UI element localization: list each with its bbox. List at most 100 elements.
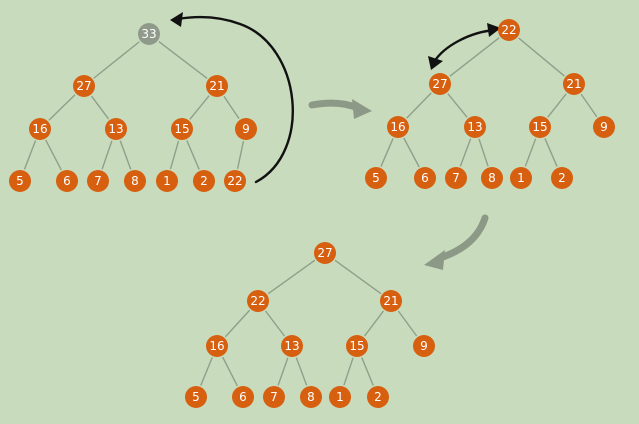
tree-step-2-edge-2-6 [580, 93, 598, 118]
node-circle [105, 118, 127, 140]
tree-step-1-node-5: 5 [9, 170, 31, 192]
swap-arrow-line [432, 28, 497, 64]
node-label: 27 [76, 79, 91, 93]
node-label: 21 [566, 77, 581, 91]
node-label: 9 [420, 339, 428, 353]
tree-step-3-node-1: 1 [329, 386, 351, 408]
node-label: 2 [374, 390, 382, 404]
node-circle [464, 116, 486, 138]
node-circle [206, 335, 228, 357]
node-circle [529, 116, 551, 138]
node-circle [224, 170, 246, 192]
tree-step-1-edge-4-10 [119, 140, 132, 170]
edges-layer [23, 37, 598, 387]
tree-step-1-node-22: 22 [224, 170, 246, 192]
tree-step-2-edge-5-11 [524, 138, 537, 167]
node-label: 21 [209, 79, 224, 93]
tree-step-3-edge-3-8 [222, 356, 238, 387]
node-circle [498, 19, 520, 41]
node-circle [87, 170, 109, 192]
node-circle [247, 290, 269, 312]
node-label: 8 [131, 174, 139, 188]
tree-step-3-edge-4-10 [295, 357, 308, 386]
tree-step-1-node-6: 6 [56, 170, 78, 192]
node-label: 27 [317, 246, 332, 260]
tree-step-2-edge-2-5 [547, 93, 567, 118]
tree-step-2-edge-0-1 [449, 37, 500, 77]
tree-step-2-node-8: 8 [481, 167, 503, 189]
node-circle [346, 335, 368, 357]
tree-step-2-edge-5-12 [544, 138, 558, 167]
tree-step-2-node-9: 9 [593, 116, 615, 138]
node-label: 16 [390, 120, 405, 134]
node-circle [124, 170, 146, 192]
node-circle [235, 118, 257, 140]
node-circle [563, 73, 585, 95]
node-label: 27 [432, 77, 447, 91]
node-label: 22 [250, 294, 265, 308]
tree-step-2-node-22: 22 [498, 19, 520, 41]
tree-step-2-edge-3-8 [403, 137, 420, 168]
tree-step-3-node-5: 5 [185, 386, 207, 408]
tree-step-1-node-13: 13 [105, 118, 127, 140]
node-label: 1 [517, 171, 525, 185]
tree-step-1-node-7: 7 [87, 170, 109, 192]
tree-step-2-edge-3-7 [380, 138, 394, 167]
flow-arrow-right [308, 99, 372, 119]
tree-step-2-node-16: 16 [387, 116, 409, 138]
flow-arrow-down-left [424, 214, 489, 270]
node-label: 6 [239, 390, 247, 404]
tree-step-1-edge-5-12 [186, 140, 200, 170]
node-circle [429, 73, 451, 95]
tree-step-2-node-6: 6 [414, 167, 436, 189]
tree-step-2-edge-4-9 [459, 138, 472, 167]
node-circle [56, 170, 78, 192]
node-circle [445, 167, 467, 189]
tree-step-3-node-2: 2 [367, 386, 389, 408]
node-label: 1 [163, 174, 171, 188]
tree-step-3-edge-0-1 [267, 259, 316, 295]
tree-step-1-edge-2-6 [223, 96, 240, 119]
node-label: 22 [501, 23, 516, 37]
tree-step-2-node-21: 21 [563, 73, 585, 95]
node-circle [413, 335, 435, 357]
tree-step-3-edge-5-12 [361, 357, 374, 386]
tree-step-3-node-27: 27 [314, 242, 336, 264]
node-circle [367, 386, 389, 408]
swap-arrow-head [428, 56, 443, 70]
tree-step-1-edge-0-2 [158, 41, 208, 79]
tree-step-3-node-15: 15 [346, 335, 368, 357]
node-circle [138, 23, 160, 45]
tree-step-3-node-7: 7 [263, 386, 285, 408]
node-circle [193, 170, 215, 192]
node-label: 22 [227, 174, 242, 188]
node-label: 7 [452, 171, 460, 185]
tree-step-1-edge-2-5 [189, 95, 210, 120]
tree-step-3-node-16: 16 [206, 335, 228, 357]
node-circle [232, 386, 254, 408]
tree-step-3-node-8: 8 [300, 386, 322, 408]
tree-step-2-node-2: 2 [551, 167, 573, 189]
swap-arrow-head [487, 23, 501, 37]
node-label: 7 [94, 174, 102, 188]
tree-step-1-edge-1-3 [48, 94, 76, 121]
tree-step-1-node-21: 21 [206, 75, 228, 97]
node-circle [263, 386, 285, 408]
node-label: 13 [108, 122, 123, 136]
tree-step-3-node-13: 13 [281, 335, 303, 357]
tree-step-1-edge-3-7 [23, 140, 37, 170]
tree-step-1-edge-5-11 [169, 140, 180, 170]
tree-step-3-edge-3-7 [200, 357, 213, 386]
tree-step-3-edge-4-9 [277, 357, 289, 386]
tree-step-1-node-2: 2 [193, 170, 215, 192]
node-label: 8 [488, 171, 496, 185]
tree-step-2-node-27: 27 [429, 73, 451, 95]
node-label: 9 [242, 122, 250, 136]
tree-step-1-node-8: 8 [124, 170, 146, 192]
tree-step-3-node-6: 6 [232, 386, 254, 408]
tree-step-3-edge-1-4 [265, 310, 285, 337]
tree-step-2-node-1: 1 [510, 167, 532, 189]
tree-step-1-node-15: 15 [171, 118, 193, 140]
tree-step-2-edge-4-10 [478, 138, 489, 167]
node-circle [185, 386, 207, 408]
